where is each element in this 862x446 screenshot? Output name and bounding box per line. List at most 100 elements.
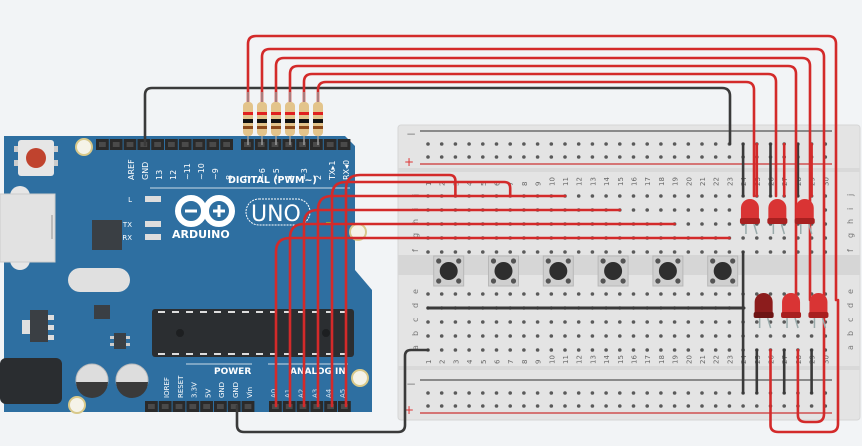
terminal-hole[interactable] xyxy=(782,334,786,338)
rail-hole[interactable] xyxy=(686,142,691,146)
terminal-hole[interactable] xyxy=(481,334,485,338)
led-signal-wire[interactable] xyxy=(288,64,798,302)
rail-hole[interactable] xyxy=(604,155,608,159)
terminal-hole[interactable] xyxy=(713,208,718,212)
rail-hole[interactable] xyxy=(426,404,430,408)
rail-hole[interactable] xyxy=(672,404,677,408)
terminal-hole[interactable] xyxy=(796,334,800,338)
pushbutton[interactable] xyxy=(433,255,465,287)
terminal-hole[interactable] xyxy=(755,236,759,240)
rail-hole[interactable] xyxy=(631,155,636,159)
terminal-hole[interactable] xyxy=(508,320,512,324)
terminal-hole[interactable] xyxy=(645,320,649,324)
rail-hole[interactable] xyxy=(686,404,691,408)
rail-hole[interactable] xyxy=(618,155,622,159)
terminal-hole[interactable] xyxy=(727,348,732,352)
terminal-hole[interactable] xyxy=(604,334,608,338)
rail-hole[interactable] xyxy=(494,404,499,408)
terminal-hole[interactable] xyxy=(604,348,608,352)
terminal-hole[interactable] xyxy=(522,334,526,338)
terminal-hole[interactable] xyxy=(741,236,745,240)
rail-hole[interactable] xyxy=(686,155,691,159)
terminal-hole[interactable] xyxy=(645,208,649,212)
terminal-hole[interactable] xyxy=(713,320,718,324)
terminal-hole[interactable] xyxy=(618,334,622,338)
terminal-hole[interactable] xyxy=(481,250,485,254)
rail-hole[interactable] xyxy=(467,391,471,395)
terminal-hole[interactable] xyxy=(549,348,554,352)
rail-hole[interactable] xyxy=(590,391,595,395)
terminal-hole[interactable] xyxy=(563,320,567,324)
rail-hole[interactable] xyxy=(604,142,608,146)
terminal-hole[interactable] xyxy=(686,320,691,324)
terminal-hole[interactable] xyxy=(631,348,636,352)
terminal-hole[interactable] xyxy=(686,348,691,352)
rail-hole[interactable] xyxy=(508,404,512,408)
led[interactable] xyxy=(753,293,774,329)
led-signal-wire[interactable] xyxy=(302,72,778,198)
terminal-hole[interactable] xyxy=(467,348,471,352)
rail-hole[interactable] xyxy=(522,391,526,395)
rail-hole[interactable] xyxy=(453,404,458,408)
terminal-hole[interactable] xyxy=(686,334,691,338)
pushbutton[interactable] xyxy=(542,255,574,287)
terminal-hole[interactable] xyxy=(576,194,581,198)
rail-hole[interactable] xyxy=(508,155,512,159)
terminal-hole[interactable] xyxy=(713,194,718,198)
rail-hole[interactable] xyxy=(563,391,567,395)
led-signal-wire[interactable] xyxy=(316,80,756,198)
rail-hole[interactable] xyxy=(481,404,485,408)
pushbutton[interactable] xyxy=(652,255,684,287)
rail-hole[interactable] xyxy=(659,391,663,395)
terminal-hole[interactable] xyxy=(645,348,649,352)
terminal-hole[interactable] xyxy=(713,334,718,338)
rail-hole[interactable] xyxy=(672,155,677,159)
led-signal-wire[interactable] xyxy=(796,298,826,424)
terminal-hole[interactable] xyxy=(700,194,704,198)
terminal-hole[interactable] xyxy=(672,292,677,296)
led[interactable] xyxy=(794,199,815,235)
rail-hole[interactable] xyxy=(576,391,581,395)
rail-hole[interactable] xyxy=(549,142,554,146)
terminal-hole[interactable] xyxy=(700,348,704,352)
terminal-hole[interactable] xyxy=(576,334,581,338)
terminal-hole[interactable] xyxy=(727,292,732,296)
terminal-hole[interactable] xyxy=(426,334,430,338)
terminal-hole[interactable] xyxy=(426,320,430,324)
rail-hole[interactable] xyxy=(645,404,649,408)
terminal-hole[interactable] xyxy=(768,334,773,338)
rail-hole[interactable] xyxy=(576,142,581,146)
terminal-hole[interactable] xyxy=(659,250,663,254)
arduino-board[interactable]: ARDUINO UNO DIGITAL (PWM~) POWER ANALOG … xyxy=(0,136,372,414)
terminal-hole[interactable] xyxy=(713,292,718,296)
terminal-hole[interactable] xyxy=(768,292,773,296)
rail-hole[interactable] xyxy=(645,155,649,159)
terminal-hole[interactable] xyxy=(439,292,444,296)
terminal-hole[interactable] xyxy=(535,320,540,324)
rail-hole[interactable] xyxy=(604,391,608,395)
led-signal-wire[interactable] xyxy=(274,56,812,302)
rail-hole[interactable] xyxy=(645,391,649,395)
button-signal-wire[interactable] xyxy=(330,180,512,408)
terminal-hole[interactable] xyxy=(426,250,430,254)
terminal-hole[interactable] xyxy=(522,348,526,352)
rail-hole[interactable] xyxy=(631,142,636,146)
terminal-hole[interactable] xyxy=(604,250,608,254)
pushbutton[interactable] xyxy=(707,255,739,287)
terminal-hole[interactable] xyxy=(494,348,499,352)
terminal-hole[interactable] xyxy=(755,320,759,324)
terminal-hole[interactable] xyxy=(700,250,704,254)
terminal-hole[interactable] xyxy=(672,208,677,212)
terminal-hole[interactable] xyxy=(659,208,663,212)
terminal-hole[interactable] xyxy=(453,320,458,324)
terminal-hole[interactable] xyxy=(700,222,704,226)
terminal-hole[interactable] xyxy=(549,334,554,338)
terminal-hole[interactable] xyxy=(494,292,499,296)
rail-hole[interactable] xyxy=(453,142,458,146)
power-header[interactable] xyxy=(145,401,255,412)
terminal-hole[interactable] xyxy=(686,194,691,198)
terminal-hole[interactable] xyxy=(439,348,444,352)
rail-hole[interactable] xyxy=(700,391,704,395)
terminal-hole[interactable] xyxy=(590,348,595,352)
rail-hole[interactable] xyxy=(604,404,608,408)
